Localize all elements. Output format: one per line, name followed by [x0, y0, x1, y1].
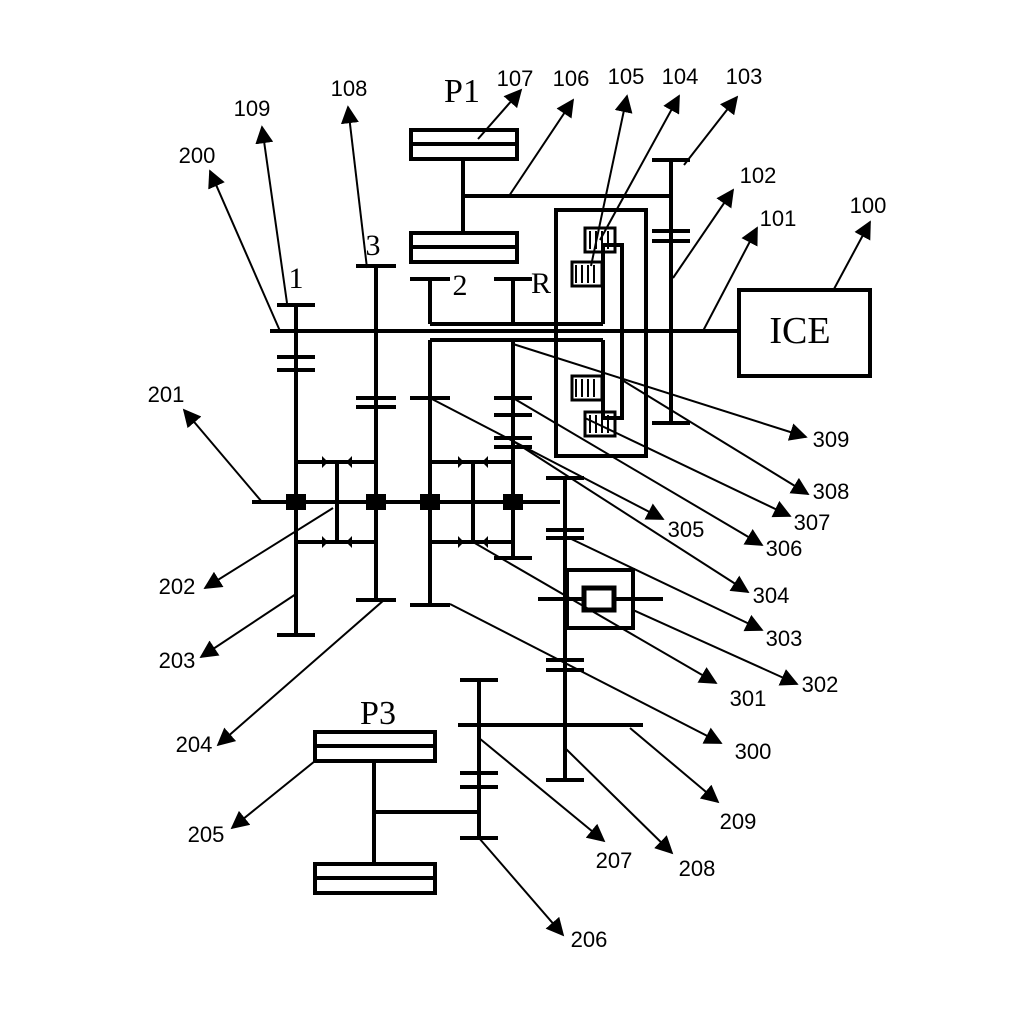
callout-300: 300: [735, 739, 772, 764]
callout-109: 109: [234, 96, 271, 121]
callout-labels: 100 101 102 103 104 105 106 107 108 109 …: [148, 64, 887, 952]
gear-1-drive: [277, 303, 315, 372]
callout-306: 306: [766, 536, 803, 561]
callout-102: 102: [740, 163, 777, 188]
callout-207: 207: [596, 848, 633, 873]
p3-motor: [313, 678, 498, 895]
p1-motor: [409, 128, 690, 425]
gear-reverse-label: R: [531, 267, 551, 300]
callout-107: 107: [497, 66, 534, 91]
p1-motor-label: P1: [444, 73, 480, 110]
callout-307: 307: [794, 510, 831, 535]
callout-305: 305: [668, 517, 705, 542]
callout-301: 301: [730, 686, 767, 711]
callout-302: 302: [802, 672, 839, 697]
callout-309: 309: [813, 427, 850, 452]
callout-103: 103: [726, 64, 763, 89]
engine-block: ICE: [737, 288, 872, 378]
engine-label: ICE: [769, 310, 830, 352]
callout-104: 104: [662, 64, 699, 89]
callout-203: 203: [159, 648, 196, 673]
callout-209: 209: [720, 809, 757, 834]
component-labels: P1 P3 1 2 3 R: [289, 73, 552, 732]
callout-106: 106: [553, 66, 590, 91]
callout-206: 206: [571, 927, 608, 952]
output-shaft: [458, 476, 663, 782]
callout-200: 200: [179, 143, 216, 168]
dual-clutch: [554, 208, 648, 458]
callout-101: 101: [760, 206, 797, 231]
callout-108: 108: [331, 76, 368, 101]
callout-100: 100: [850, 193, 887, 218]
callout-105: 105: [608, 64, 645, 89]
callout-303: 303: [766, 626, 803, 651]
callout-201: 201: [148, 382, 185, 407]
callout-208: 208: [679, 856, 716, 881]
synchronizer-hubs: [286, 456, 523, 548]
p3-motor-label: P3: [360, 695, 396, 732]
gear-3-label: 3: [366, 229, 381, 262]
gear-1-label: 1: [289, 262, 304, 295]
callout-308: 308: [813, 479, 850, 504]
callout-304: 304: [753, 583, 790, 608]
gear-3-drive: [356, 264, 396, 602]
leader-lines: [182, 88, 871, 937]
callout-205: 205: [188, 822, 225, 847]
callout-202: 202: [159, 574, 196, 599]
gear-2-label: 2: [453, 269, 468, 302]
callout-204: 204: [176, 732, 213, 757]
